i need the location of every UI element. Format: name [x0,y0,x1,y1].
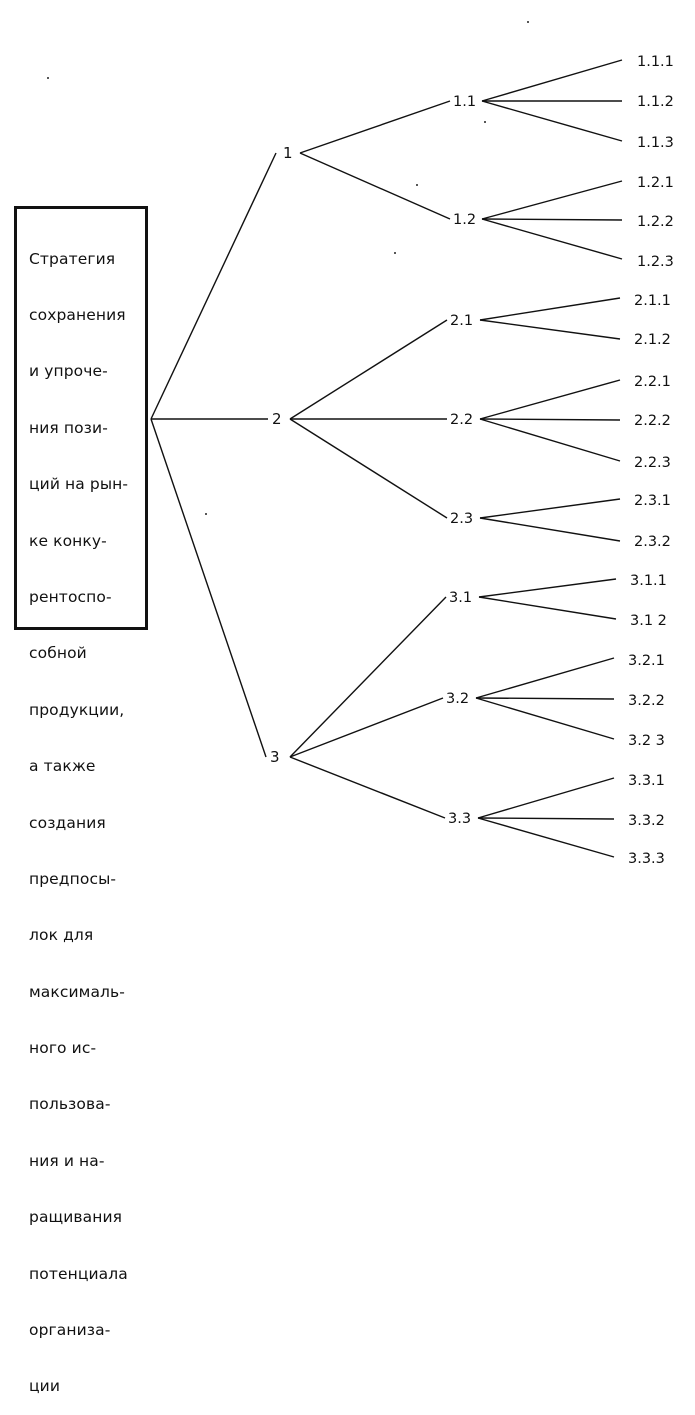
level3-node-label: 1.1.2 [637,94,674,110]
root-line: ций на рын- [29,475,129,494]
scan-speck [416,184,418,186]
level3-node-label: 3.2.1 [628,653,665,669]
root-line: ке конку- [29,531,107,550]
level3-node-label: 2.2.3 [634,455,671,471]
edge-level2-to-level3 [477,817,615,820]
root-line: Стратегия [29,249,116,268]
edge-level2-to-level3 [479,379,621,420]
root-line: пользова- [29,1095,111,1114]
root-line: а также [29,757,96,776]
root-line: ния пози- [29,418,108,437]
edge-level2-to-level3 [475,697,615,740]
root-line: ции [29,1377,60,1396]
root-line: создания [29,813,106,832]
scan-speck [484,121,486,123]
level3-node-label: 1.2.2 [637,214,674,230]
level1-node-label: 1 [283,144,293,162]
edge-root-to-level1 [150,152,277,420]
root-line: максималь- [29,982,125,1001]
edge-level1-to-level2 [289,756,446,819]
edge-root-to-level1 [150,418,267,758]
level2-node-label: 2.3 [450,511,473,527]
root-line: потенциала [29,1264,128,1283]
root-line: лок для [29,926,94,945]
edge-level1-to-level2 [289,596,447,758]
edge-level2-to-level3 [479,297,621,321]
level3-node-label: 3.1 2 [630,613,667,629]
level3-node-label: 2.1.1 [634,293,671,309]
edge-level2-to-level3 [481,180,623,220]
root-line: собной [29,644,87,663]
level3-node-label: 3.3.1 [628,773,665,789]
scan-speck [205,513,207,515]
level2-node-label: 3.2 [446,691,469,707]
level2-node-label: 3.1 [449,590,472,606]
edge-level2-to-level3 [477,817,615,858]
level3-node-label: 3.3.2 [628,813,665,829]
edge-level2-to-level3 [475,657,615,699]
level3-node-label: 2.2.2 [634,413,671,429]
level3-node-label: 3.2.2 [628,693,665,709]
edge-level2-to-level3 [481,218,623,221]
level2-node-label: 1.2 [453,212,476,228]
level3-node-label: 3.1.1 [630,573,667,589]
edge-level2-to-level3 [479,517,621,542]
root-line: ращивания [29,1208,123,1227]
edge-level1-to-level2 [289,697,444,758]
root-line: рентоспо- [29,587,112,606]
level2-node-label: 1.1 [453,94,476,110]
level2-node-label: 2.1 [450,313,473,329]
edge-level1-to-level2 [299,100,451,154]
edge-level2-to-level3 [479,418,621,462]
edge-level2-to-level3 [477,777,615,819]
level3-node-label: 1.2.3 [637,254,674,270]
edge-level2-to-level3 [478,596,617,620]
scan-speck [47,77,49,79]
level3-node-label: 3.3.3 [628,851,665,867]
level2-node-label: 3.3 [448,811,471,827]
tree-diagram: 1 2 3 1.1 1.2 2.1 2.2 2.3 3.1 3.2 3.3 1.1.1 1.1.2 1.1… [47,21,674,867]
level3-node-label: 1.1.3 [637,135,674,151]
edge-level2-to-level3 [475,697,615,700]
root-line: и упроче- [29,362,108,381]
edge-level1-to-level2 [299,152,451,220]
edge-level2-to-level3 [479,319,621,340]
root-strategy-box [14,206,148,630]
edge-level1-to-level2 [289,319,448,420]
level1-node-label: 3 [270,748,280,766]
root-line: ния и на- [29,1151,105,1170]
level3-node-label: 3.2 3 [628,733,665,749]
edge-level2-to-level3 [479,418,621,421]
edge-level2-to-level3 [481,100,623,142]
level3-node-label: 1.2.1 [637,175,674,191]
edge-level2-to-level3 [481,59,623,102]
level3-node-label: 2.2.1 [634,374,671,390]
edge-level1-to-level2 [289,418,448,519]
level2-node-label: 2.2 [450,412,473,428]
root-line: ного ис- [29,1039,97,1058]
root-line: продукции, [29,700,125,719]
level3-node-label: 2.1.2 [634,332,671,348]
level3-node-label: 2.3.1 [634,493,671,509]
level3-node-label: 1.1.1 [637,54,674,70]
level1-node-label: 2 [272,410,282,428]
scan-speck [394,252,396,254]
root-line: сохранения [29,305,126,324]
edge-level2-to-level3 [478,578,617,598]
root-line: организа- [29,1321,111,1340]
scan-speck [527,21,529,23]
level3-node-label: 2.3.2 [634,534,671,550]
edge-level2-to-level3 [481,218,623,260]
edge-level2-to-level3 [479,498,621,519]
